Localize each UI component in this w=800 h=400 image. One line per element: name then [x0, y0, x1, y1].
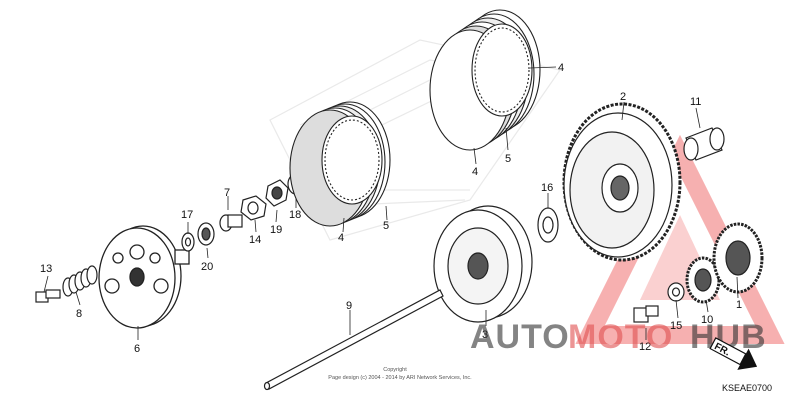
callout-18: 18: [289, 209, 301, 221]
callout-17: 17: [181, 209, 193, 221]
callout-2: 2: [620, 91, 626, 103]
part-15-washer: [667, 282, 685, 302]
part-7-pin: [219, 214, 243, 232]
part-2-clutch-outer: [562, 102, 682, 262]
part-17-washer: [181, 232, 195, 252]
part-10-gear: [685, 256, 721, 304]
callout-10: 10: [701, 314, 713, 326]
part-11-collar: [683, 127, 725, 161]
part-8-spring: [62, 265, 98, 297]
clutch-plate-stack-lower: [289, 101, 391, 227]
callout-5b: 5: [383, 220, 389, 232]
callout-15: 15: [670, 320, 682, 332]
callout-6: 6: [134, 343, 140, 355]
clutch-plate-stack-upper: [429, 9, 541, 151]
callout-13: 13: [40, 263, 52, 275]
callout-4a: 4: [558, 62, 564, 74]
part-13-bolt: [35, 289, 61, 303]
part-6-lifter-plate: [98, 225, 190, 329]
watermark-auto: AUTO: [470, 318, 570, 356]
callout-11: 11: [690, 96, 701, 108]
leader-lines: [43, 66, 739, 340]
part-code: KSEAE0700: [722, 383, 772, 393]
watermark-text: AUTO MOTO HUB: [470, 318, 766, 356]
callout-14: 14: [249, 234, 261, 246]
callout-3: 3: [482, 329, 488, 341]
callout-5a: 5: [505, 153, 511, 165]
callout-8: 8: [76, 308, 82, 320]
callout-4c: 4: [338, 232, 344, 244]
part-9-push-rod: [263, 289, 444, 391]
callout-4b: 4: [472, 166, 478, 178]
part-20-bearing: [197, 222, 215, 246]
callout-9: 9: [346, 300, 352, 312]
callout-1: 1: [736, 299, 742, 311]
callout-numbers: 1 2 3 4 4 4 5 5 6 7 8 9 10 11 12 13 14 1…: [40, 62, 742, 355]
callout-19: 19: [270, 224, 282, 236]
copyright-line-1: Copyright: [383, 367, 407, 373]
callout-16: 16: [541, 182, 553, 194]
part-1-gear: [712, 222, 764, 294]
part-3-clutch-center: [433, 205, 533, 323]
part-12-bolt: [633, 305, 659, 323]
part-19-lifter: [265, 179, 289, 207]
part-14-nut: [240, 195, 267, 221]
part-16-washer: [537, 207, 559, 243]
watermark-moto: MOTO: [568, 318, 673, 356]
callout-12: 12: [639, 341, 651, 353]
callout-20: 20: [201, 261, 213, 273]
copyright-line-2: Page design (c) 2004 - 2014 by ARI Netwo…: [328, 375, 472, 381]
callout-7: 7: [224, 187, 230, 199]
